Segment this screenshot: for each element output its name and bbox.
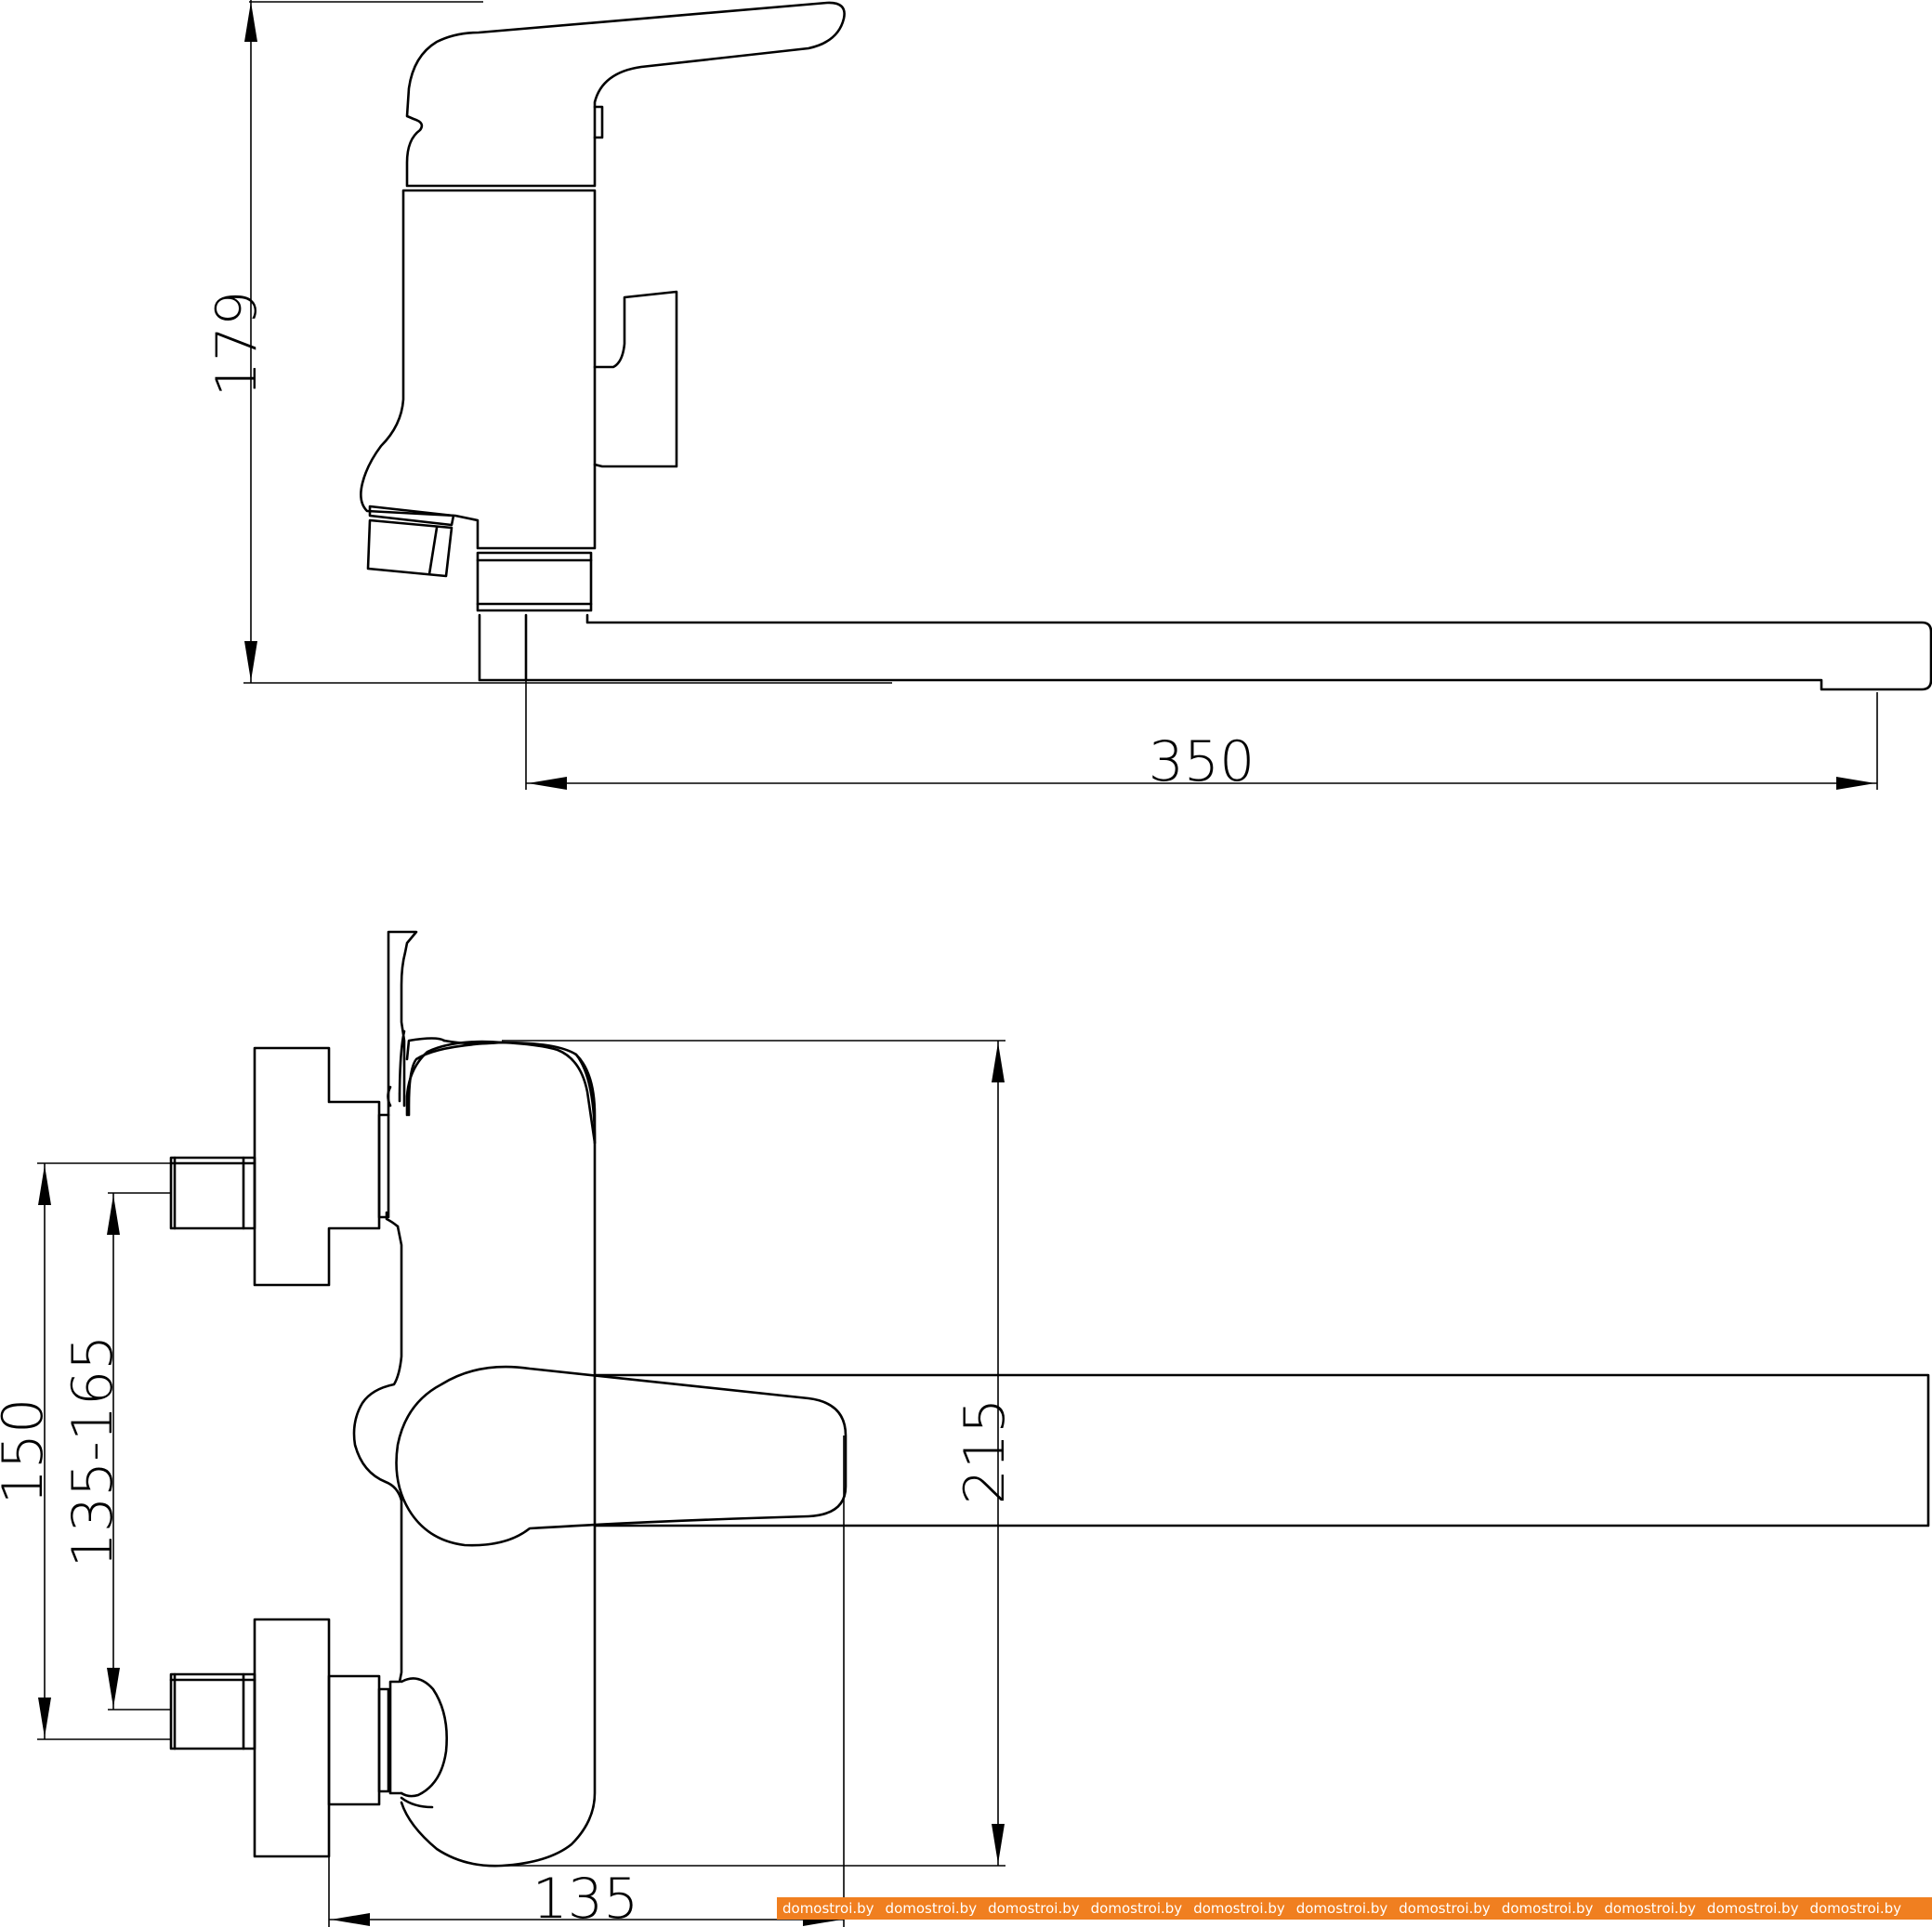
dim-150-label: 150 — [0, 1398, 56, 1505]
front-upper-cap — [405, 1040, 597, 1145]
dim-179-label: 179 — [204, 291, 269, 398]
front-bottom-valve — [253, 1618, 331, 1858]
front-top-inlet — [169, 1156, 256, 1230]
watermark-text: domostroi.by — [1399, 1900, 1491, 1917]
front-lower-bump — [400, 1677, 448, 1798]
front-body — [387, 930, 418, 1117]
watermark-text: domostroi.by — [1501, 1900, 1594, 1917]
front-lever-handle — [395, 1365, 848, 1547]
side-view: 179 350 — [204, 0, 1932, 794]
side-lever-handle — [405, 1, 846, 188]
front-body-outline — [400, 1039, 597, 1868]
dim-135-label: 135 — [532, 1867, 639, 1927]
side-inlet-nut — [366, 518, 453, 578]
side-connector-block — [593, 290, 678, 468]
front-spout — [593, 1373, 1930, 1527]
watermark-text: domostroi.by — [885, 1900, 978, 1917]
front-body-left-side — [352, 1225, 403, 1795]
watermark-text: domostroi.by — [1090, 1900, 1183, 1917]
side-inlet-fitting — [368, 505, 455, 527]
watermark-text: domostroi.by — [1809, 1900, 1902, 1917]
side-body — [360, 189, 597, 550]
watermark-text: domostroi.by — [1706, 1900, 1799, 1917]
front-view: 215 150 135-165 135 — [0, 930, 1930, 1927]
side-spout — [478, 613, 1932, 691]
front-bottom-inlet — [169, 1672, 256, 1750]
dim-135-165-label: 135-165 — [60, 1335, 125, 1568]
watermark-text: domostroi.by — [1295, 1900, 1388, 1917]
watermark-text: domostroi.by — [1604, 1900, 1696, 1917]
side-lever-nub — [593, 105, 604, 139]
dim-350-label: 350 — [1149, 729, 1255, 794]
front-top-valve — [253, 1046, 381, 1287]
dim-215-label: 215 — [953, 1398, 1018, 1505]
watermark-text: domostroi.by — [782, 1900, 874, 1917]
watermark-strip: domostroi.by domostroi.by domostroi.by domo… — [777, 1897, 1932, 1920]
front-bottom-body — [327, 1674, 381, 1806]
side-swivel-ring — [476, 551, 593, 612]
watermark-text: domostroi.by — [1193, 1900, 1285, 1917]
watermark-text: domostroi.by — [988, 1900, 1080, 1917]
